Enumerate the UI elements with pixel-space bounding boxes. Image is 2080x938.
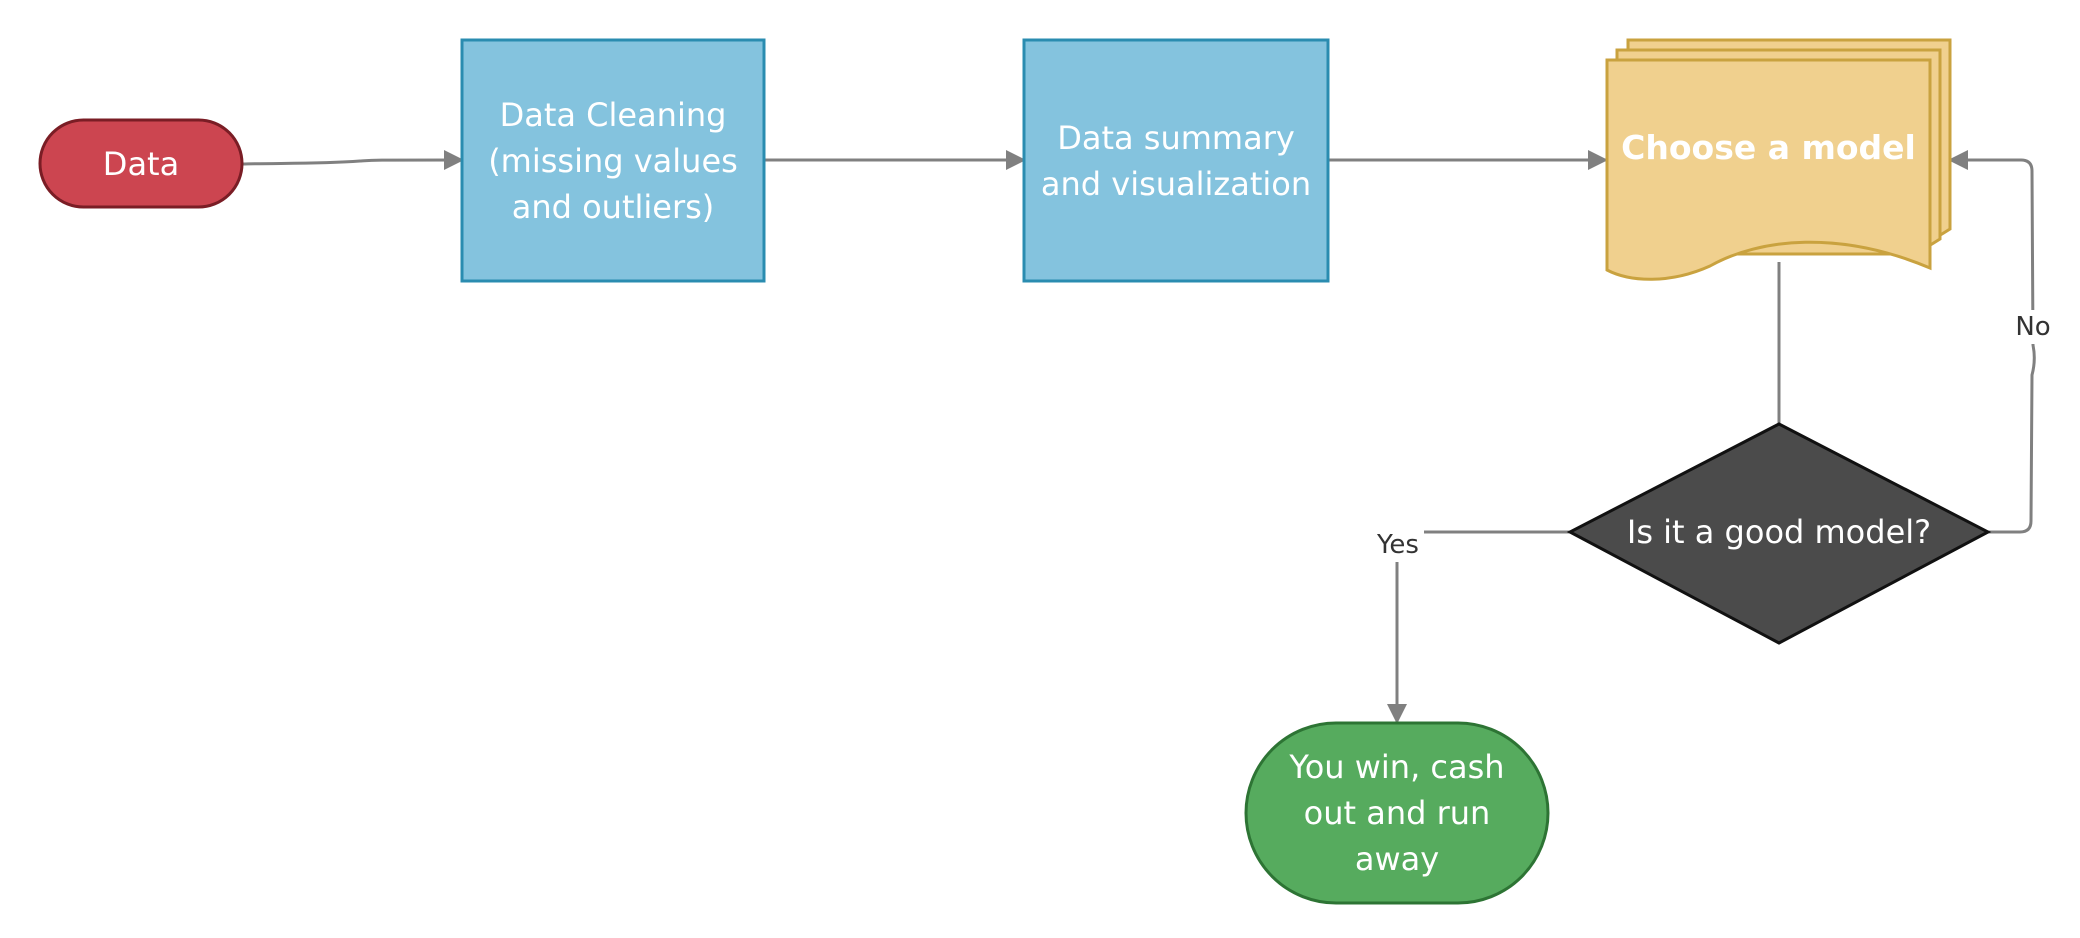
node-decision-shape[interactable]	[1566, 422, 1992, 645]
connector-decision-to-model-no[interactable]	[1948, 150, 2036, 534]
node-cleaning-shape[interactable]	[460, 38, 766, 283]
node-data-shape[interactable]	[38, 118, 244, 209]
edge-label-yes: Yes	[1372, 528, 1424, 562]
node-model-shape[interactable]	[1605, 38, 1952, 281]
connector-data-to-cleaning[interactable]	[241, 150, 464, 171]
edge-label-no: No	[2012, 310, 2054, 344]
node-win-shape[interactable]	[1244, 721, 1550, 905]
node-summary-shape[interactable]	[1022, 38, 1330, 283]
